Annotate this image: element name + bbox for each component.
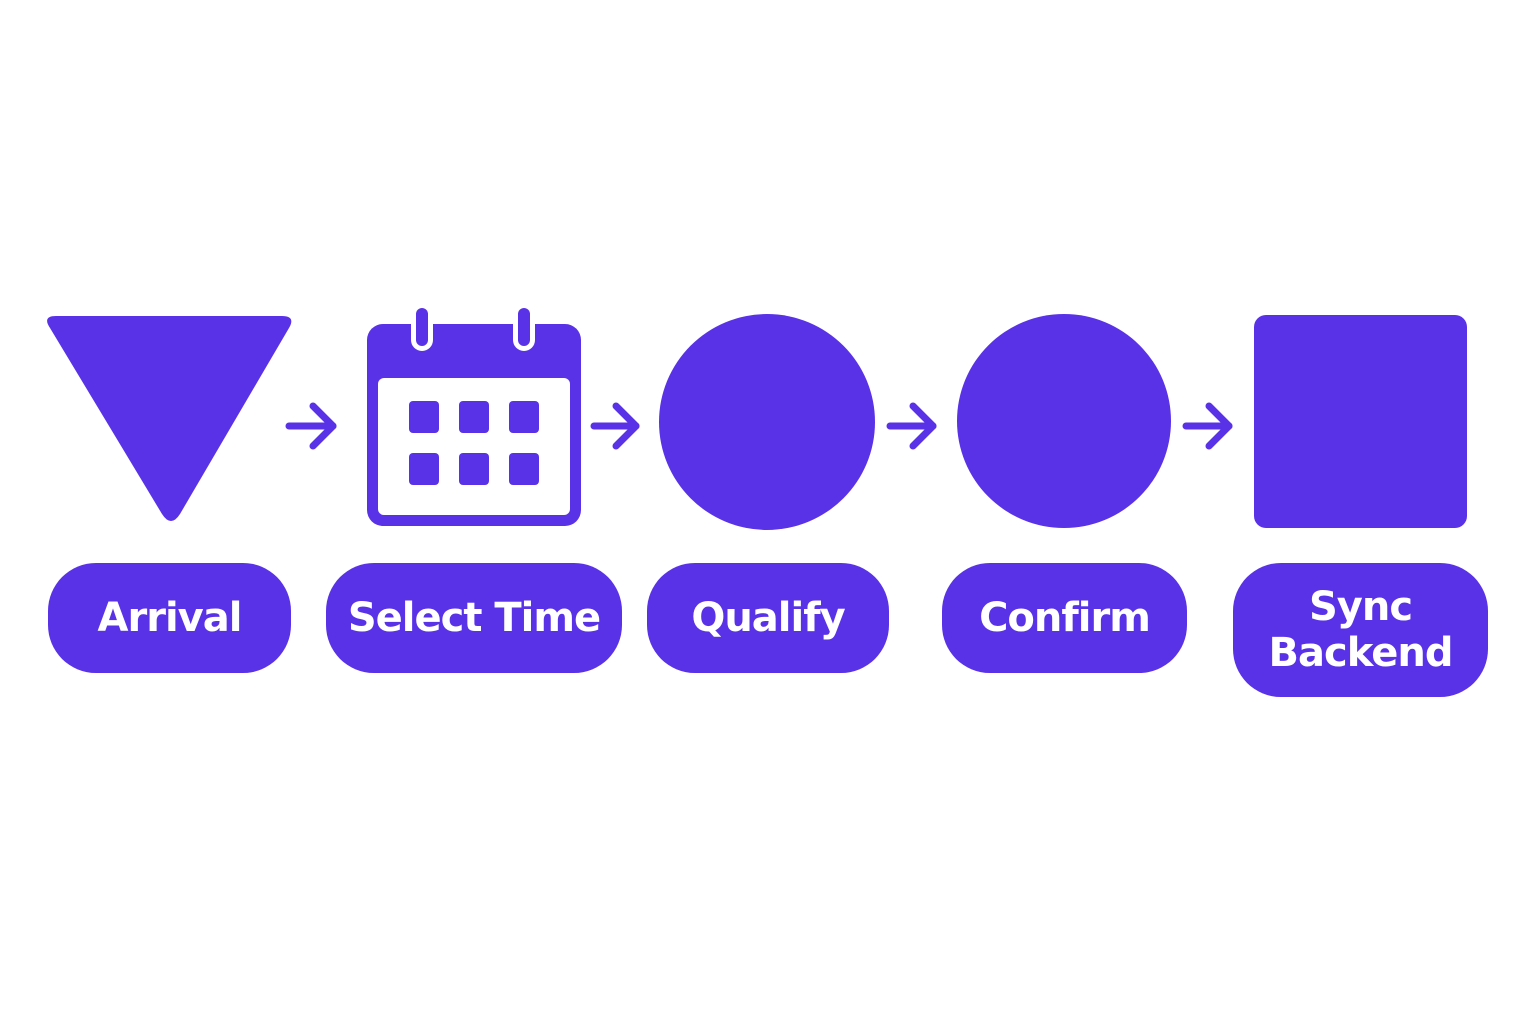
calendar-ring-left-inner [416, 308, 428, 346]
step-label-arrival: Arrival [48, 563, 291, 673]
step-label-confirm: Confirm [942, 563, 1187, 673]
circle-icon [957, 314, 1171, 528]
calendar-day-cell [509, 401, 539, 433]
calendar-day-cell [409, 401, 439, 433]
step-label-text: Qualify [691, 595, 845, 641]
step-label-text: Sync Backend [1268, 584, 1454, 676]
step-label-text: Confirm [979, 595, 1151, 641]
calendar-icon [367, 303, 581, 526]
calendar-day-cell [459, 401, 489, 433]
arrow-right-icon [285, 402, 337, 450]
calendar-ring-right-inner [518, 308, 530, 346]
circle-icon [659, 314, 875, 530]
step-arrival-shape [47, 316, 292, 521]
triangle-down-icon [47, 316, 292, 521]
step-label-text: Select Time [347, 595, 601, 641]
arrow-right-icon [590, 402, 640, 450]
calendar-body [378, 378, 570, 515]
calendar-day-cell [509, 453, 539, 485]
arrow-right-icon [886, 402, 937, 450]
arrow-right-icon [1182, 402, 1233, 450]
step-label-sync-backend: Sync Backend [1233, 563, 1488, 697]
calendar-day-cell [409, 453, 439, 485]
step-label-qualify: Qualify [647, 563, 889, 673]
square-icon [1254, 315, 1467, 528]
calendar-day-cell [459, 453, 489, 485]
step-label-text: Arrival [97, 595, 243, 641]
step-label-select-time: Select Time [326, 563, 622, 673]
